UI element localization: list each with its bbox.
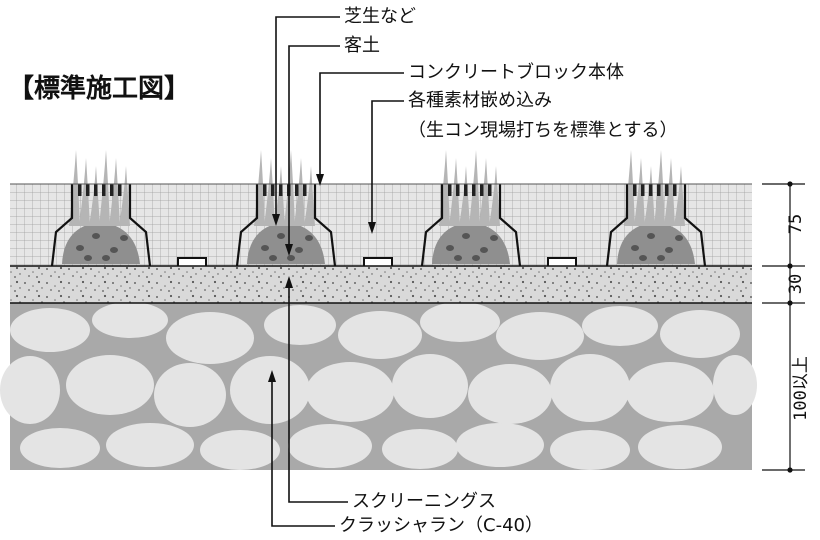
planting-pocket (235, 150, 337, 267)
planting-pocket (50, 150, 152, 267)
crusher-run-layer (0, 302, 757, 470)
planting-pocket (420, 150, 522, 267)
dimension-screenings: 30 (786, 273, 807, 295)
dimension-lines (762, 181, 805, 473)
planting-pocket (605, 150, 707, 267)
label-turf: 芝生など (344, 6, 416, 27)
label-screenings: スクリーニングス (352, 491, 496, 512)
label-infill: 各種素材嵌め込み (408, 90, 552, 111)
label-crusher-run: クラッシャラン（C-40） (339, 515, 543, 536)
dimension-crusher-run: 100以上 (790, 356, 811, 421)
label-infill-note: （生コン現場打ちを標準とする） (408, 120, 678, 141)
dimension-block: 75 (786, 213, 807, 235)
label-block: コンクリートブロック本体 (408, 62, 624, 83)
screenings-layer (10, 266, 752, 303)
label-soil: 客土 (344, 35, 380, 56)
leader-arrows (268, 174, 376, 382)
leader-lines (271, 16, 404, 527)
block-layer (10, 150, 752, 267)
page-title: 【標準施工図】 (8, 74, 191, 104)
